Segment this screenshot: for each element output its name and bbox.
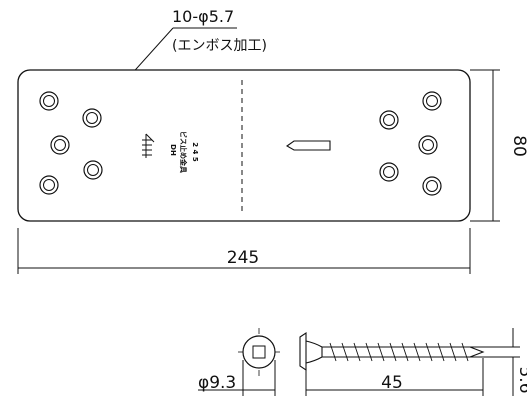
callout-process-note: (エンボス加工) [172, 38, 267, 54]
screw-head-diameter-label: φ9.3 [198, 373, 236, 393]
hole-right-4 [379, 162, 399, 182]
head-diameter-dimension [198, 360, 276, 396]
plate-holes-left [39, 91, 103, 195]
screw-length-label: 45 [381, 373, 403, 393]
manufacturer-logo [142, 133, 155, 158]
hole-left-3 [50, 135, 70, 155]
hole-left-5 [39, 175, 59, 195]
screw-side-view [299, 331, 485, 372]
hole-right-5 [422, 176, 442, 196]
hole-right-3 [418, 135, 438, 155]
screw-length-dimension [305, 358, 484, 396]
length-dimension [17, 228, 471, 274]
hole-right-1 [422, 91, 442, 111]
hole-left-4 [83, 160, 103, 180]
plate-width-label: 80 [509, 135, 527, 157]
plate-marking-code: DH [169, 144, 177, 156]
screw-shank-diameter-label: 5.6 [515, 366, 527, 393]
hole-right-2 [379, 110, 399, 130]
plate-holes-right [379, 91, 442, 196]
plate-marking-text: ビス止め金具 [179, 131, 188, 173]
width-dimension [470, 69, 500, 222]
plate-outline [17, 69, 471, 222]
screw-shank-dimension [470, 328, 520, 396]
plate-slot [285, 140, 331, 151]
hole-left-2 [82, 108, 102, 128]
callout-hole-spec: 10-φ5.7 [172, 7, 234, 26]
screw-head-view [238, 328, 280, 376]
plate-length-label: 245 [227, 248, 259, 268]
plate-marking-number: 2 4 5 [191, 142, 199, 162]
hole-left-1 [39, 91, 59, 111]
